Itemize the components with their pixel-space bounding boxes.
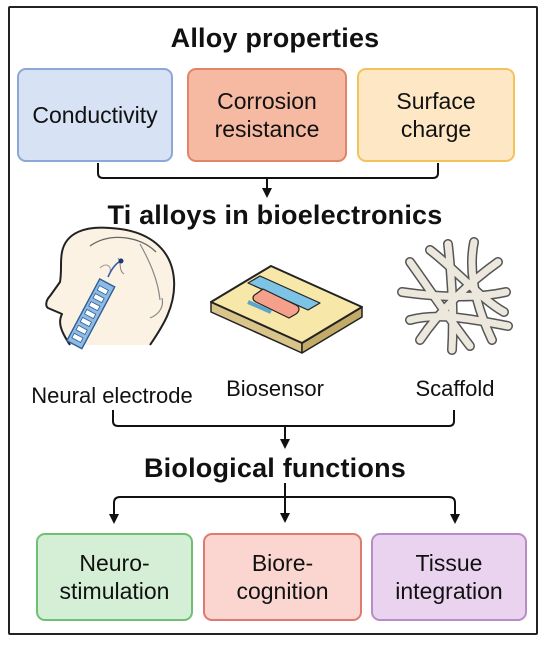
merge-connector-middle — [112, 410, 455, 449]
merge-connector-top — [97, 163, 439, 198]
tissue-integration-box: Tissue integration — [371, 533, 527, 621]
biorecognition-label: Biore- cognition — [236, 550, 329, 604]
corrosion-resistance-label: Corrosion resistance — [214, 88, 320, 142]
biosensor-label: Biosensor — [226, 376, 324, 401]
biosensor-chip-icon — [210, 265, 363, 354]
neurostimulation-box: Neuro- stimulation — [36, 533, 193, 621]
corrosion-resistance-box: Corrosion resistance — [187, 68, 347, 162]
biological-functions-title: Biological functions — [143, 453, 406, 483]
neural-electrode-label: Neural electrode — [31, 383, 193, 408]
conductivity-label: Conductivity — [32, 102, 158, 128]
tissue-integration-label: Tissue integration — [395, 550, 503, 604]
head-with-electrode-icon — [45, 226, 176, 350]
fiber-scaffold-icon — [397, 237, 513, 355]
scaffold-label: Scaffold — [415, 376, 495, 401]
split-connector-bottom — [109, 483, 460, 524]
surface-charge-label: Surface charge — [396, 88, 476, 142]
neurostimulation-label: Neuro- stimulation — [59, 550, 170, 604]
biorecognition-box: Biore- cognition — [203, 533, 362, 621]
alloy-properties-title: Alloy properties — [170, 23, 380, 53]
surface-charge-box: Surface charge — [357, 68, 515, 162]
conductivity-box: Conductivity — [17, 68, 173, 162]
ti-alloys-title: Ti alloys in bioelectronics — [107, 200, 443, 230]
